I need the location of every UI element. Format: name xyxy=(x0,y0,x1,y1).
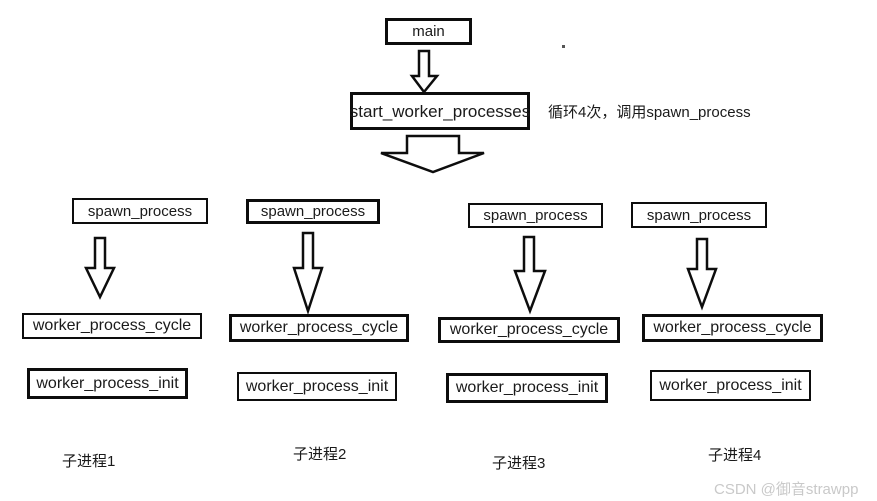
caption-child-process-2: 子进程2 xyxy=(293,446,347,463)
arrow-spawn-to-cycle-3 xyxy=(513,235,547,315)
caption-child-process-4: 子进程4 xyxy=(708,447,762,464)
node-spawn-4-label: spawn_process xyxy=(646,206,752,224)
node-spawn-3-label: spawn_process xyxy=(483,207,588,224)
node-worker-process-init-1: worker_process_init xyxy=(27,368,188,399)
node-spawn-1-label: spawn_process xyxy=(87,202,193,220)
node-spawn-process-3: spawn_process xyxy=(468,203,603,228)
node-worker-process-cycle-4: worker_process_cycle xyxy=(642,314,823,342)
node-worker-process-cycle-1: worker_process_cycle xyxy=(22,313,202,339)
node-init-1-label: worker_process_init xyxy=(36,374,179,392)
stray-dot xyxy=(562,45,565,48)
arrow-main-to-start xyxy=(409,49,440,95)
csdn-watermark: CSDN @御音strawpp xyxy=(714,481,859,498)
node-spawn-2-label: spawn_process xyxy=(260,203,366,220)
caption-child-process-3: 子进程3 xyxy=(492,455,546,472)
node-cycle-2-label: worker_process_cycle xyxy=(239,319,399,336)
node-init-4-label: worker_process_init xyxy=(659,376,802,394)
node-init-2-label: worker_process_init xyxy=(245,377,389,395)
arrow-spawn-to-cycle-1 xyxy=(84,236,116,300)
node-main: main xyxy=(385,18,472,45)
node-cycle-3-label: worker_process_cycle xyxy=(449,321,609,338)
node-cycle-1-label: worker_process_cycle xyxy=(32,317,192,334)
node-spawn-process-2: spawn_process xyxy=(246,199,380,224)
node-worker-process-init-4: worker_process_init xyxy=(650,370,811,401)
node-worker-process-cycle-2: worker_process_cycle xyxy=(229,314,409,342)
node-spawn-process-1: spawn_process xyxy=(72,198,208,224)
node-start-label: start_worker_processes xyxy=(349,101,531,121)
big-down-arrow xyxy=(380,134,485,174)
node-cycle-4-label: worker_process_cycle xyxy=(653,319,812,336)
node-spawn-process-4: spawn_process xyxy=(631,202,767,228)
loop-annotation: 循环4次，调用spawn_process xyxy=(548,104,751,121)
arrow-spawn-to-cycle-4 xyxy=(686,237,718,311)
node-main-label: main xyxy=(412,23,445,40)
node-start-worker-processes: start_worker_processes xyxy=(350,92,530,130)
arrow-spawn-to-cycle-2 xyxy=(292,231,324,316)
caption-child-process-1: 子进程1 xyxy=(62,453,116,470)
node-init-3-label: worker_process_init xyxy=(455,379,599,396)
node-worker-process-init-2: worker_process_init xyxy=(237,372,397,401)
node-worker-process-init-3: worker_process_init xyxy=(446,373,608,403)
node-worker-process-cycle-3: worker_process_cycle xyxy=(438,317,620,343)
